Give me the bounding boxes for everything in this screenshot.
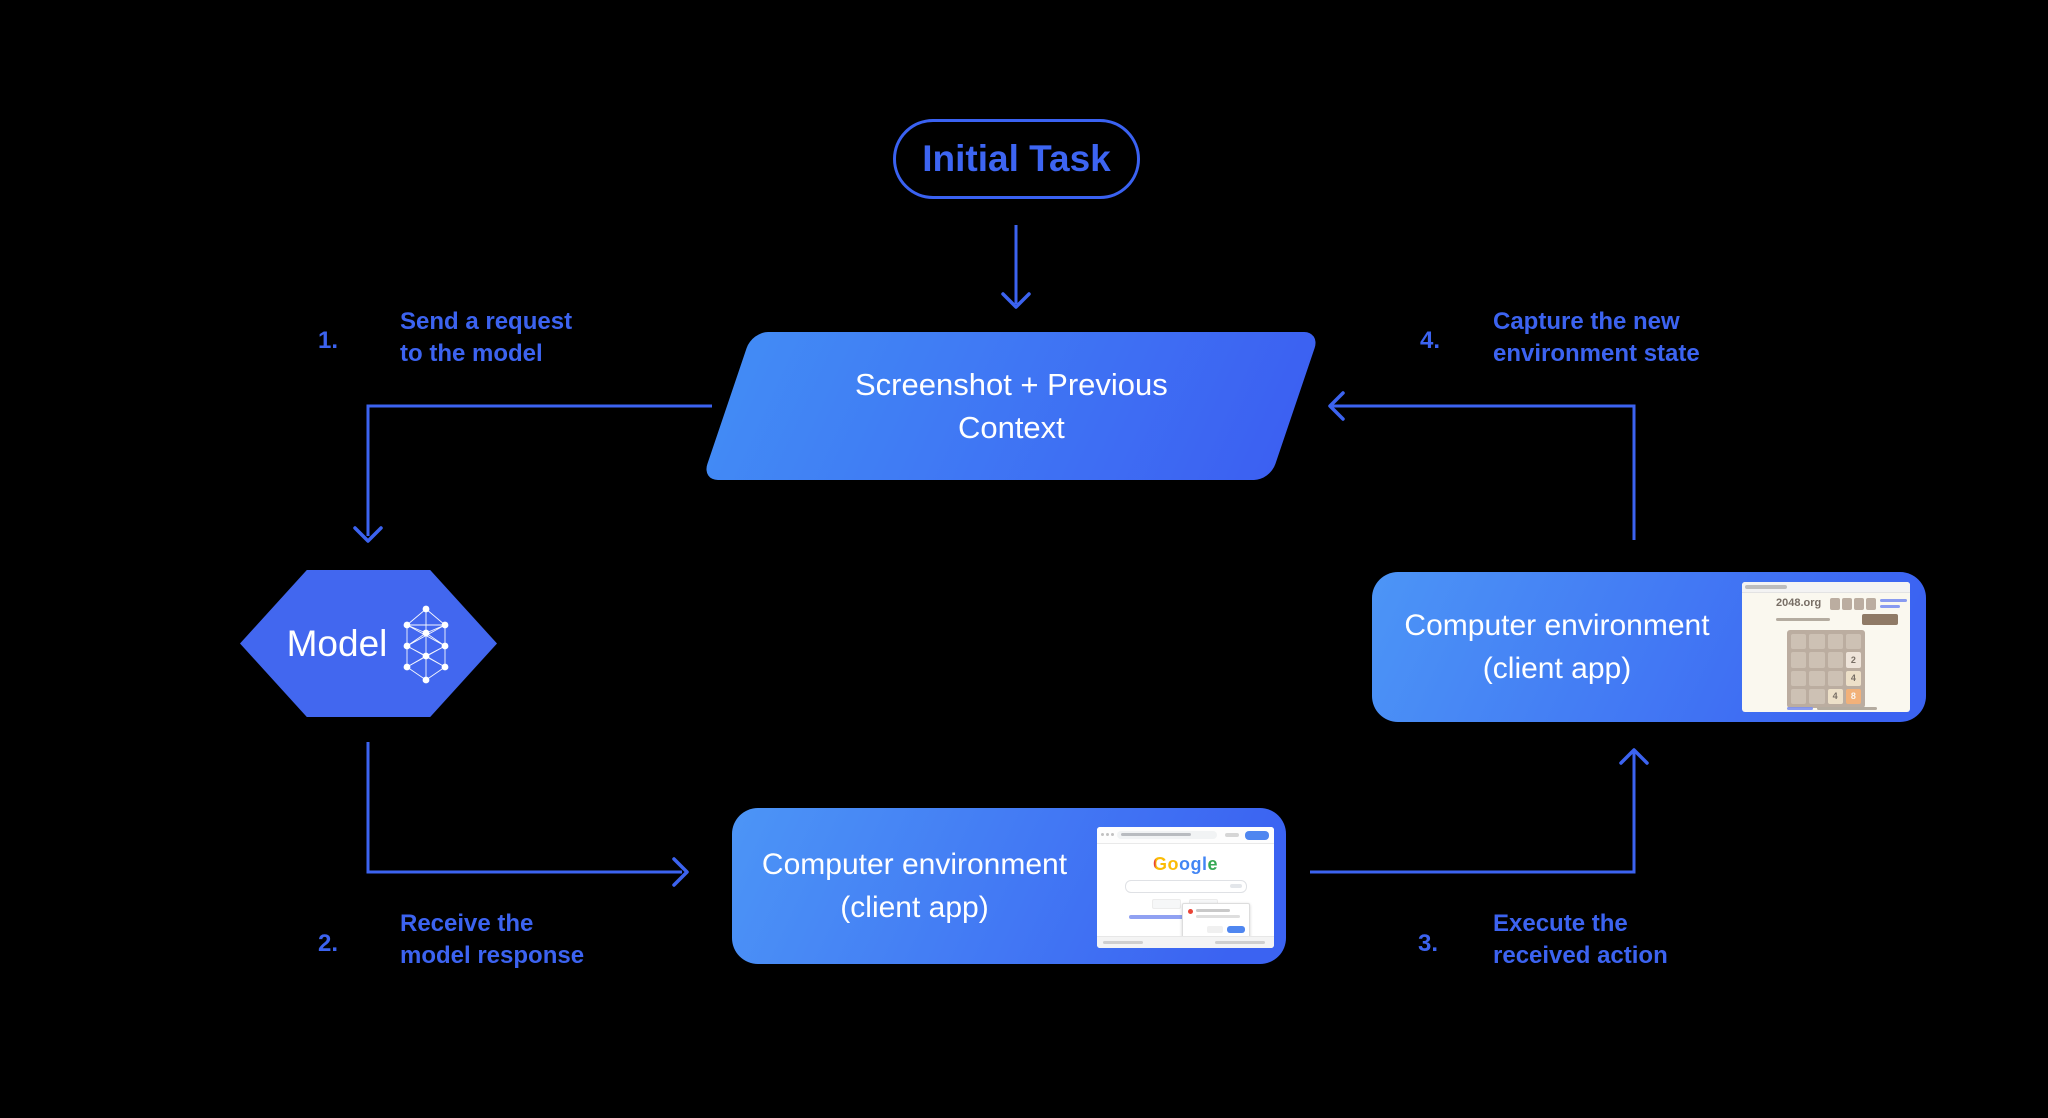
browser-chrome-bar — [1097, 827, 1274, 844]
model-node: Model — [240, 570, 497, 717]
window-control-icon — [1101, 833, 1104, 836]
initial-task-node: Initial Task — [893, 119, 1140, 199]
google-search-button — [1152, 899, 1181, 909]
arrowhead-down-icon — [1001, 292, 1031, 309]
window-control-icon — [1111, 833, 1114, 836]
grid-cell — [1845, 634, 1861, 650]
game-2048-grid: 2 4 4 8 — [1787, 630, 1865, 708]
step-4-label: Capture the new environment state — [1493, 308, 1700, 367]
grid-cell — [1827, 634, 1843, 650]
footer-links-placeholder — [1103, 941, 1143, 944]
grid-cell — [1791, 688, 1807, 704]
tile-4: 4 — [1845, 670, 1861, 686]
instructions-text-placeholder — [1776, 618, 1830, 621]
grid-cell — [1827, 652, 1843, 668]
arrow-screenshot-to-model — [366, 404, 712, 536]
step-2-label: Receive the model response — [400, 910, 585, 969]
signin-dialog — [1182, 903, 1250, 939]
browser-menu-icon — [1225, 833, 1239, 837]
step-4-number: 4. — [1420, 327, 1441, 354]
header-link-placeholder — [1880, 605, 1900, 608]
dialog-text-placeholder — [1196, 909, 1230, 912]
grid-cell — [1827, 670, 1843, 686]
new-game-button — [1862, 614, 1898, 625]
address-bar — [1117, 831, 1217, 839]
dialog-primary-button — [1227, 926, 1245, 933]
search-icon — [1230, 884, 1242, 888]
url-text-placeholder — [1121, 833, 1191, 836]
tile-2: 2 — [1845, 652, 1861, 668]
grid-cell — [1809, 634, 1825, 650]
signin-button — [1245, 831, 1269, 840]
game-2048-thumbnail: 2048.org 2 4 — [1742, 582, 1910, 712]
dialog-secondary-button — [1207, 926, 1223, 933]
footer-links-placeholder — [1215, 941, 1265, 944]
tile-8: 8 — [1845, 688, 1861, 704]
env-bottom-label: Computer environment (client app) — [761, 848, 1068, 924]
tile-4: 4 — [1827, 688, 1843, 704]
arrowhead-up-icon — [1619, 748, 1649, 765]
arrowhead-left-icon — [1328, 391, 1345, 421]
screenshot-context-node: Screenshot + Previous Context — [701, 332, 1321, 480]
step-3-label: Execute the received action — [1493, 910, 1668, 969]
dialog-icon — [1188, 909, 1193, 914]
window-control-icon — [1106, 833, 1109, 836]
grid-cell — [1809, 652, 1825, 668]
arrowhead-down-icon — [353, 526, 383, 543]
how-to-play-link-placeholder — [1787, 707, 1813, 710]
grid-cell — [1791, 670, 1807, 686]
dialog-text-placeholder — [1196, 915, 1240, 918]
screenshot-context-label: Screenshot + Previous Context — [854, 367, 1168, 445]
step-1-number: 1. — [318, 327, 339, 354]
google-logo: Google — [1097, 854, 1274, 875]
browser-tab-bar — [1742, 582, 1910, 593]
model-label: Model — [286, 622, 388, 664]
env-right-label: Computer environment (client app) — [1404, 609, 1710, 685]
score-box — [1854, 598, 1864, 610]
google-homepage-thumbnail: Google — [1097, 827, 1274, 948]
arrowhead-right-icon — [672, 857, 689, 887]
step-3-number: 3. — [1418, 930, 1439, 957]
google-footer-bar — [1097, 936, 1274, 948]
grid-cell — [1809, 670, 1825, 686]
arrow-env-bottom-to-env-right — [1310, 752, 1636, 874]
step-1-label: Send a request to the model — [400, 308, 573, 367]
grid-cell — [1791, 634, 1807, 650]
env-node-bottom: Computer environment (client app) Google — [732, 808, 1286, 964]
google-search-input — [1125, 880, 1247, 893]
site-title-2048: 2048.org — [1776, 597, 1822, 609]
neural-network-icon — [403, 605, 449, 683]
header-link-placeholder — [1880, 599, 1907, 602]
initial-task-label: Initial Task — [922, 138, 1111, 179]
step-2-number: 2. — [318, 930, 339, 957]
score-box — [1830, 598, 1840, 610]
score-box — [1842, 598, 1852, 610]
score-box — [1866, 598, 1876, 610]
tab-title-placeholder — [1745, 585, 1787, 589]
language-links-placeholder — [1129, 915, 1201, 919]
arrow-env-right-to-screenshot — [1330, 404, 1636, 540]
grid-cell — [1791, 652, 1807, 668]
arrow-model-to-env-bottom — [366, 742, 682, 874]
footer-text-placeholder — [1817, 707, 1877, 710]
env-node-right: Computer environment (client app) 2048.o… — [1372, 572, 1926, 722]
grid-cell — [1809, 688, 1825, 704]
